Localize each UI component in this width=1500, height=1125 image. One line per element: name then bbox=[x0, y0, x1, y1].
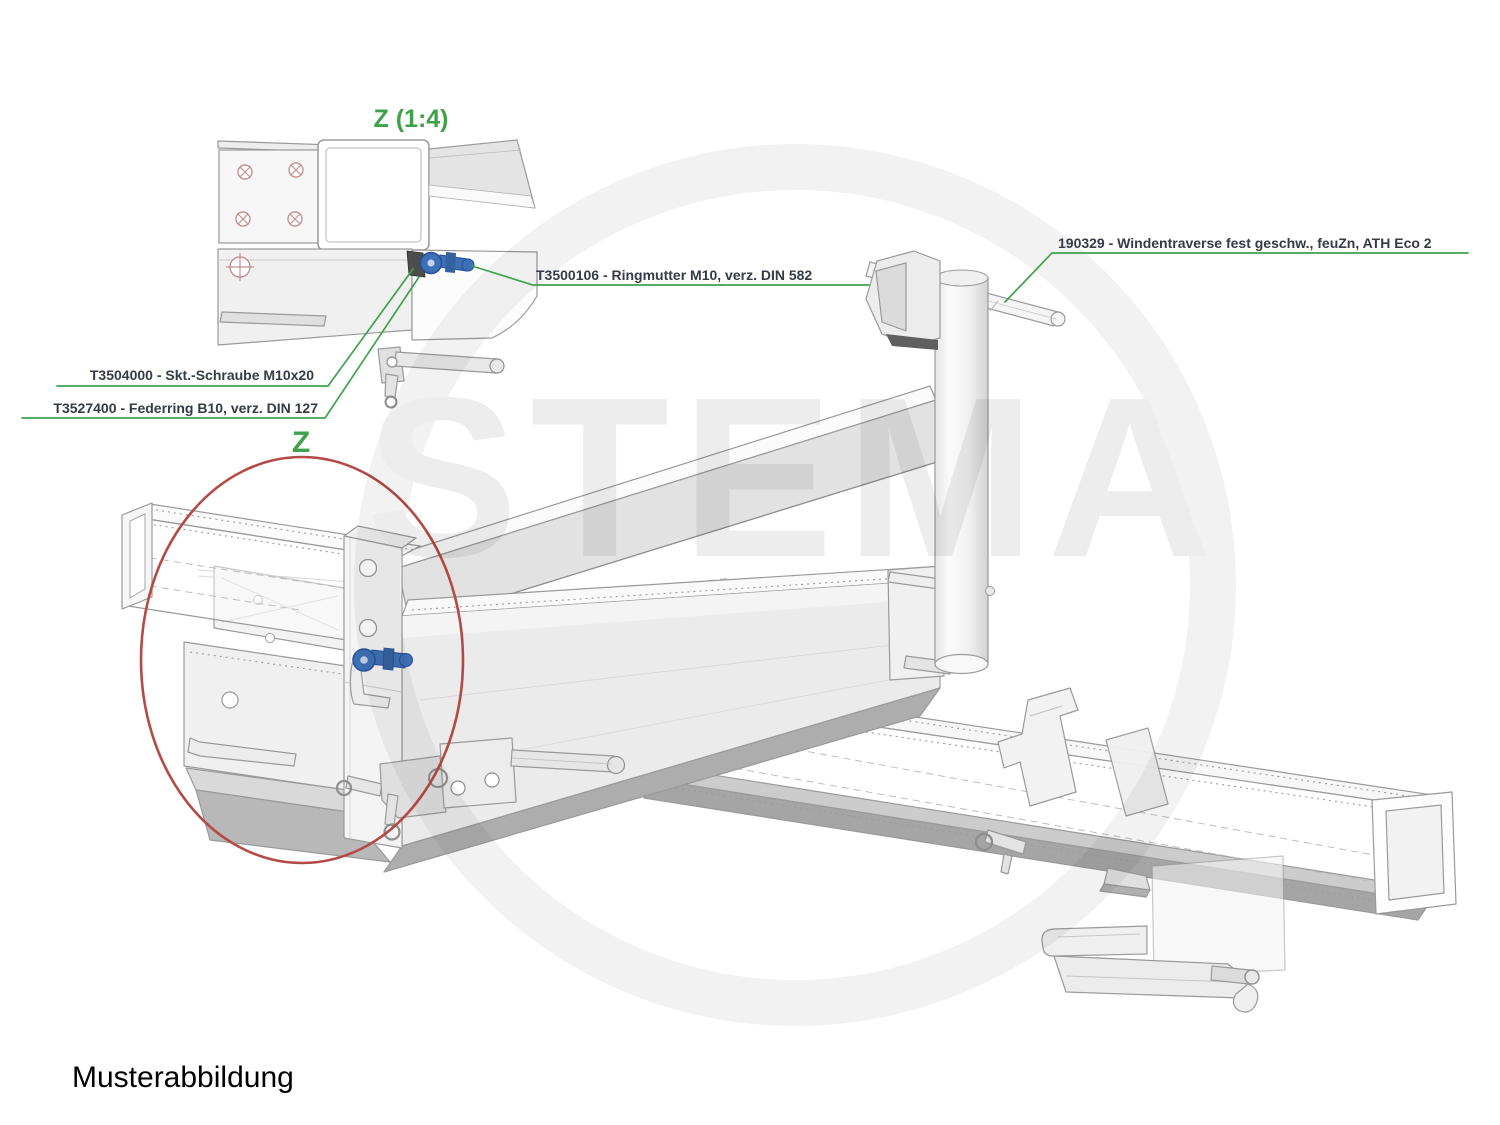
callout-schraube: T3504000 - Skt.-Schraube M10x20 bbox=[90, 367, 314, 383]
stema-watermark: STEMA bbox=[354, 144, 1236, 1026]
eye-bolt-detail bbox=[419, 251, 475, 275]
callout-ringmutter: T3500106 - Ringmutter M10, verz. DIN 582 bbox=[536, 267, 812, 283]
screw-markers bbox=[235, 162, 304, 227]
watermark-text: STEMA bbox=[366, 351, 1224, 605]
detail-view-title: Z (1:4) bbox=[374, 105, 449, 133]
strap-shield bbox=[865, 250, 941, 350]
beam-end-flange bbox=[887, 565, 945, 681]
zone-marker-label: Z bbox=[292, 426, 310, 459]
callout-federring: T3527400 - Federring B10, verz. DIN 127 bbox=[53, 400, 318, 416]
detail-zone-ellipse bbox=[139, 455, 465, 865]
wing-bolt-rear bbox=[1210, 965, 1260, 1013]
callout-lines bbox=[21, 252, 1469, 419]
callout-windentraverse: 190329 - Windentraverse fest geschw., fe… bbox=[1058, 235, 1432, 251]
wing-bolt-front bbox=[974, 829, 1027, 875]
post-base-ring bbox=[934, 653, 989, 675]
windentraverse-beam bbox=[383, 565, 953, 873]
winch-post bbox=[934, 269, 995, 675]
clamp-bracket-rear bbox=[1041, 855, 1286, 999]
image-caption: Musterabbildung bbox=[72, 1061, 294, 1094]
